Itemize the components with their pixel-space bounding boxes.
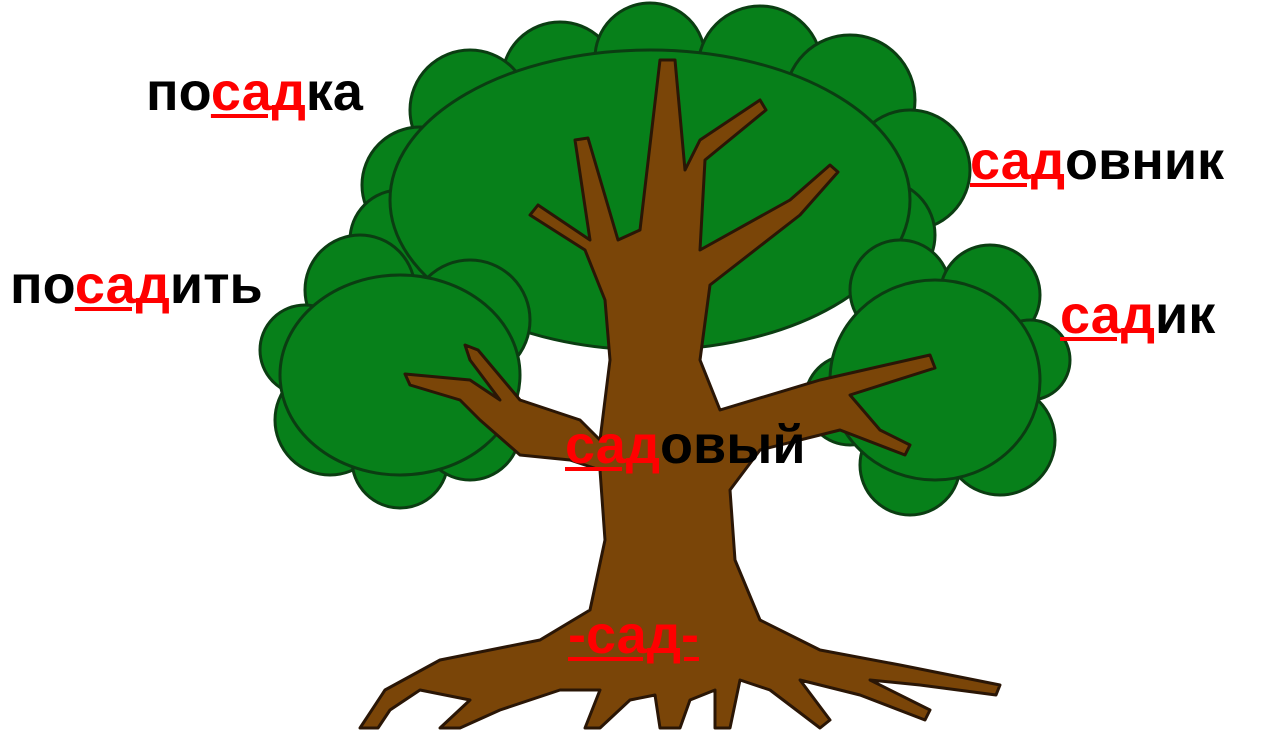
word-root: сад xyxy=(74,255,170,315)
word-sadovyi: садовый xyxy=(565,418,806,472)
word-prefix: по xyxy=(10,255,75,315)
word-root: сад xyxy=(210,62,306,122)
word-root: сад xyxy=(970,131,1066,191)
word-suffix: ка xyxy=(305,62,363,122)
word-suffix: ить xyxy=(169,255,263,315)
word-root: сад xyxy=(565,415,661,475)
word-sadovnik: садовник xyxy=(970,134,1224,188)
word-root: сад xyxy=(1060,285,1156,345)
word-posadka: посадка xyxy=(146,65,363,119)
word-posadit: посадить xyxy=(10,258,263,312)
word-prefix: по xyxy=(146,62,211,122)
tree-trunk xyxy=(358,58,1002,730)
word-suffix: овник xyxy=(1065,131,1225,191)
word-suffix: ик xyxy=(1155,285,1216,345)
root-word-label: -сад- xyxy=(568,605,699,665)
word-sadik: садик xyxy=(1060,288,1215,342)
word-suffix: овый xyxy=(660,415,806,475)
